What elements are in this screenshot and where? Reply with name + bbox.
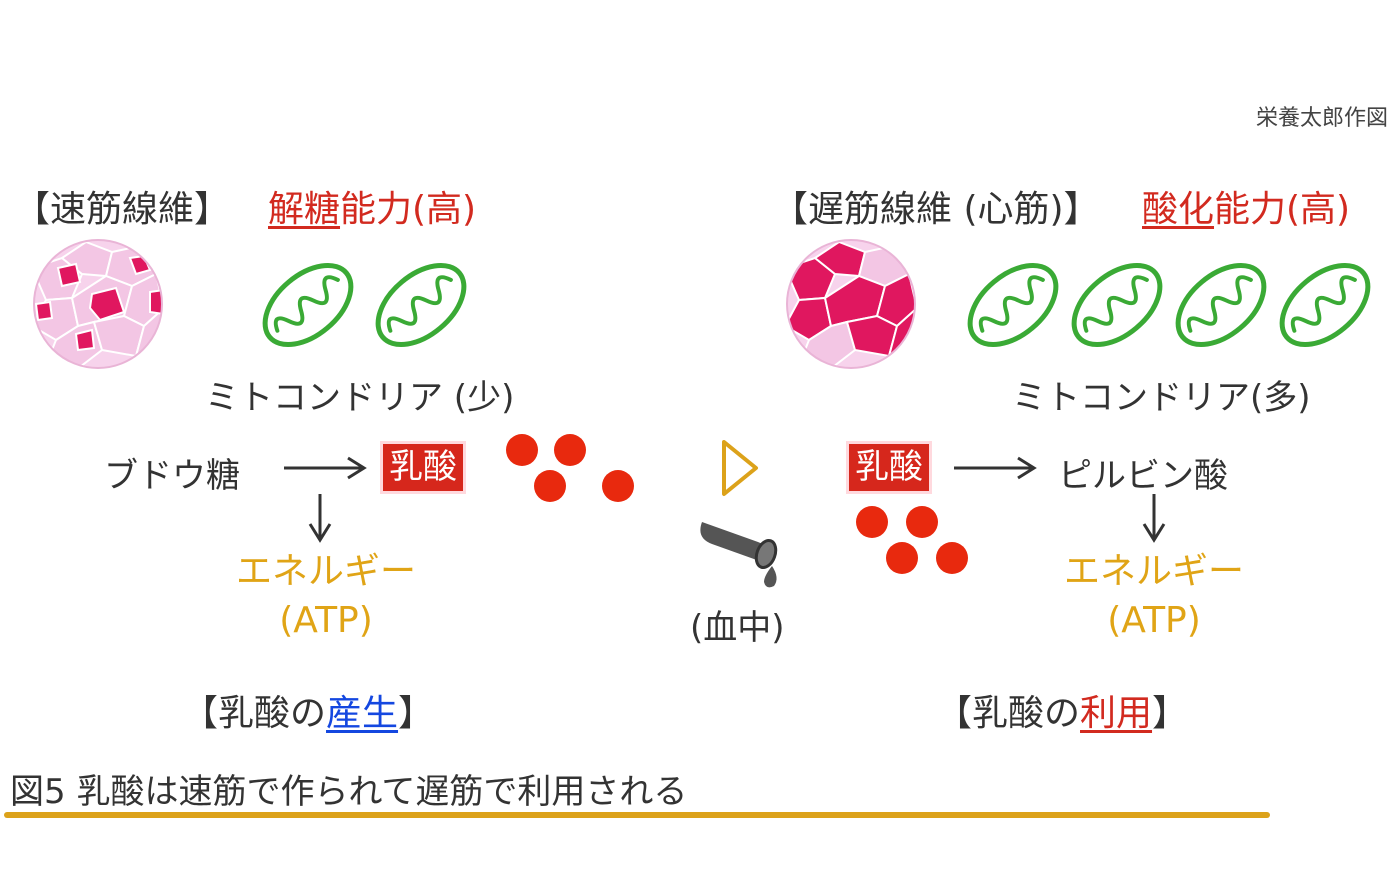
fast-role-prefix: 【乳酸の [182, 693, 327, 734]
slow-capacity-rest: 能力(高) [1214, 189, 1351, 230]
fast-energy-line2: (ATP) [279, 599, 373, 641]
slow-lactate-badge: 乳酸 [849, 444, 929, 491]
fast-energy: エネルギー (ATP) [226, 548, 426, 645]
lactate-molecule-icon [856, 506, 968, 574]
arrow-right-icon [284, 456, 367, 480]
slow-capacity-underlined: 酸化 [1142, 189, 1215, 230]
fast-energy-line1: エネルギー [235, 551, 416, 592]
slow-energy: エネルギー (ATP) [1054, 548, 1254, 645]
fast-capacity-rest: 能力(高) [340, 189, 477, 230]
slow-role-emph: 利用 [1080, 693, 1153, 734]
glucose-label: ブドウ糖 [104, 456, 240, 496]
slow-mitochondria-label: ミトコンドリア(多) [1012, 378, 1311, 418]
mitochondria-icon [375, 262, 467, 348]
mitochondria-icon [1071, 262, 1163, 348]
slow-capacity: 酸化能力(高) [1142, 180, 1350, 232]
slow-energy-line2: (ATP) [1107, 599, 1201, 641]
figure-caption: 図5 乳酸は速筋で作られて遅筋で利用される [10, 772, 688, 812]
blood-vessel-icon [700, 522, 778, 588]
slow-role: 【乳酸の利用】 [936, 684, 1188, 736]
slow-fiber-title: 【遅筋線維 (心筋)】 [772, 189, 1100, 230]
fast-capacity-underlined: 解糖 [268, 189, 341, 230]
author-credit: 栄養太郎作図 [1255, 106, 1388, 131]
fast-mitochondria-label: ミトコンドリア (少) [205, 378, 515, 418]
fast-fiber-title: 【速筋線維】 [14, 189, 231, 230]
fast-role-emph: 産生 [326, 693, 399, 734]
mitochondria-icon [1279, 262, 1371, 348]
mitochondria-icon [1175, 262, 1267, 348]
pyruvate-label: ピルビン酸 [1058, 456, 1228, 496]
slow-role-prefix: 【乳酸の [936, 693, 1081, 734]
fast-role-suffix: 】 [398, 693, 435, 734]
arrow-down-icon [308, 494, 332, 543]
play-triangle-icon [722, 440, 758, 496]
arrow-down-icon [1142, 494, 1166, 543]
mitochondria-icon [967, 262, 1059, 348]
fast-capacity: 解糖能力(高) [268, 180, 476, 232]
muscle-fiber-icon [33, 239, 163, 369]
blood-label: (血中) [690, 608, 785, 648]
arrow-right-icon [954, 456, 1037, 480]
slow-role-suffix: 】 [1152, 693, 1189, 734]
slow-energy-line1: エネルギー [1063, 551, 1244, 592]
fast-lactate-badge: 乳酸 [383, 444, 463, 491]
lactate-molecule-icon [506, 434, 634, 502]
fast-role: 【乳酸の産生】 [182, 684, 434, 736]
mitochondria-icon [262, 262, 354, 348]
muscle-fiber-icon [786, 239, 916, 369]
caption-underline [4, 812, 1270, 818]
